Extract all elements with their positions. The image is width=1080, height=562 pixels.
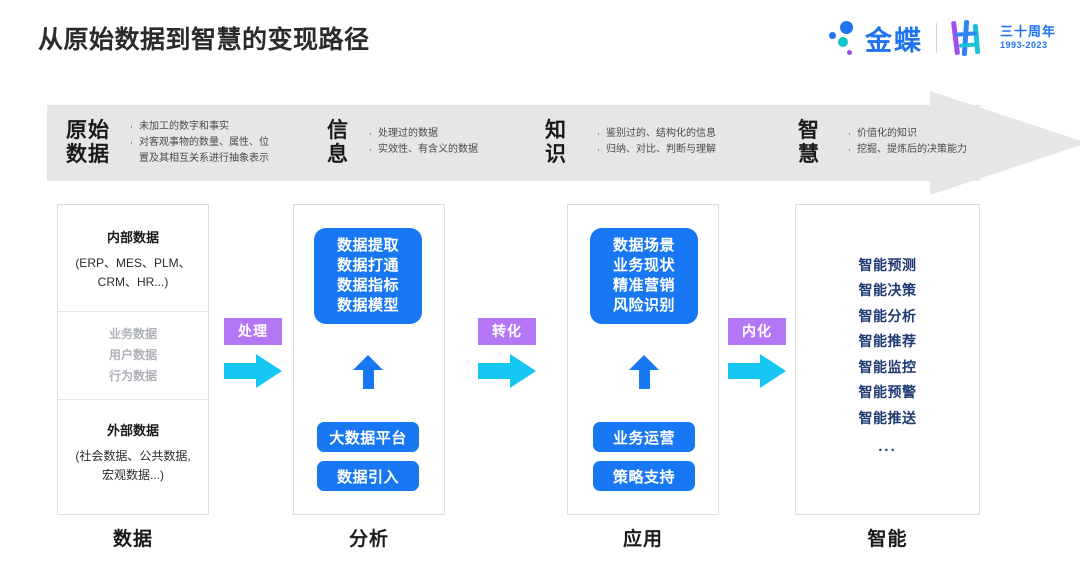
bullet-item: · 鉴别过的、结构化的信息 [591, 127, 716, 143]
banner-stage-raw-data: 原始 数据 · 未加工的数字和事实 · 对客观事物的数量、属性、位 置及其相互关… [47, 105, 327, 181]
analysis-capability-item: 数据打通 [336, 257, 399, 275]
connector-label: 内化 [728, 318, 786, 345]
connector-transformation: 转化 [478, 318, 536, 388]
intelligence-item: 智能预测 [858, 257, 917, 273]
connector-processing: 处理 [224, 318, 282, 388]
analysis-pill-big-data-platform[interactable]: 大数据平台 [317, 422, 419, 452]
stage-bullets: · 价值化的知识 · 挖掘、提炼后的决策能力 [842, 127, 967, 159]
bullet-dot-icon: · [847, 144, 852, 156]
data-type-item: 用户数据 [108, 348, 157, 363]
internal-data-detail-line1: (ERP、MES、PLM、 [75, 256, 191, 270]
column-footer-label-application: 应用 [622, 529, 663, 550]
stage-name: 智 慧 [798, 119, 820, 166]
page-title: 从原始数据到智慧的变现路径 [38, 26, 370, 54]
internal-data-section: 内部数据 (ERP、MES、PLM、 CRM、HR...) [58, 205, 208, 313]
bullet-item: · 实效性、有含义的数据 [363, 143, 478, 159]
application-up-arrow-icon [629, 355, 659, 389]
banner-stage-wisdom: 智 慧 · 价值化的知识 · 挖掘、提炼后的决策能力 [798, 105, 1040, 181]
intelligence-item: 智能决策 [858, 282, 917, 299]
anniversary-text: 三十周年 1993-2023 [1000, 24, 1056, 51]
analysis-capability-item: 数据指标 [336, 277, 399, 294]
connector-right-arrow-icon [728, 354, 786, 388]
intelligence-item: 智能分析 [858, 307, 917, 324]
intelligence-item-list: 智能预测 智能决策 智能分析 智能推荐 智能监控 智能预警 智能推送 ... [796, 205, 979, 463]
bullet-item: · 对客观事物的数量、属性、位 [124, 136, 269, 152]
connector-label: 转化 [478, 318, 536, 345]
banner-arrowhead-shape [930, 91, 1080, 195]
external-data-detail-line1: (社会数据、公共数据, [75, 449, 191, 464]
analysis-pill-data-ingestion[interactable]: 数据引入 [317, 461, 419, 491]
bullet-dot-icon: · [596, 128, 601, 141]
banner-stage-knowledge: 知 识 · 鉴别过的、结构化的信息 · 归纳、对比、判断与理解 [545, 105, 798, 181]
analysis-capability-card: 数据提取 数据打通 数据指标 数据模型 [314, 228, 422, 324]
connector-right-arrow-icon [224, 354, 282, 388]
analysis-up-arrow-icon [353, 355, 383, 389]
bullet-item: · 价值化的知识 [842, 127, 967, 143]
brand-name: 金蝶 [864, 25, 923, 56]
kingdee-dots-icon [825, 19, 863, 57]
column-data: 内部数据 (ERP、MES、PLM、 CRM、HR...) 业务数据 用户数据 … [57, 204, 209, 515]
external-data-section: 外部数据 (社会数据、公共数据, 宏观数据...) [58, 400, 208, 484]
banner-body-shape [47, 105, 980, 181]
banner-stage-list: 原始 数据 · 未加工的数字和事实 · 对客观事物的数量、属性、位 置及其相互关… [47, 105, 1040, 181]
analysis-capability-item: 数据模型 [336, 296, 399, 314]
external-data-detail-line2: 宏观数据...) [102, 467, 164, 482]
stage-bullets: · 鉴别过的、结构化的信息 · 归纳、对比、判断与理解 [591, 127, 716, 159]
anniversary-years: 1993-2023 [999, 39, 1048, 50]
bullet-dot-icon: · [129, 136, 134, 149]
stage-bullets: · 处理过的数据 · 实效性、有含义的数据 [363, 127, 478, 159]
intelligence-item: 智能监控 [858, 358, 917, 375]
anniversary-mark-icon [950, 19, 992, 57]
application-capability-item: 业务现状 [612, 257, 675, 275]
data-type-list: 业务数据 用户数据 行为数据 [58, 312, 208, 401]
application-capability-card: 数据场景 业务现状 精准营销 风险识别 [590, 228, 698, 324]
internal-data-detail-line2: CRM、HR...) [97, 274, 169, 289]
stage-name: 信 息 [327, 119, 349, 166]
stage-banner: 原始 数据 · 未加工的数字和事实 · 对客观事物的数量、属性、位 置及其相互关… [47, 91, 1080, 195]
bullet-item: · 归纳、对比、判断与理解 [591, 143, 716, 159]
bullet-item: · 处理过的数据 [363, 127, 478, 143]
intelligence-item: 智能推荐 [858, 333, 917, 350]
brand-logo: 金蝶 三十周年 1993-2023 [825, 18, 1056, 58]
logo-divider [935, 23, 937, 53]
bullet-item-continuation: 置及其相互关系进行抽象表示 [139, 152, 269, 164]
application-capability-item: 风险识别 [612, 296, 675, 314]
bullet-dot-icon: · [596, 144, 601, 156]
data-type-item: 业务数据 [108, 327, 157, 342]
banner-stage-information: 信 息 · 处理过的数据 · 实效性、有含义的数据 [327, 105, 545, 181]
connector-label: 处理 [224, 318, 282, 345]
column-intelligence: 智能预测 智能决策 智能分析 智能推荐 智能监控 智能预警 智能推送 ... [795, 204, 980, 515]
stage-name: 原始 数据 [66, 119, 110, 166]
connector-internalization: 内化 [728, 318, 786, 388]
bullet-dot-icon: · [129, 120, 134, 133]
intelligence-item: 智能预警 [858, 384, 917, 401]
external-data-heading: 外部数据 [106, 423, 159, 439]
column-footer-label-analysis: 分析 [348, 529, 389, 550]
application-capability-item: 数据场景 [612, 237, 675, 255]
connector-right-arrow-icon [478, 354, 536, 388]
internal-data-heading: 内部数据 [106, 230, 159, 245]
application-pill-strategy-support[interactable]: 策略支持 [593, 461, 695, 491]
intelligence-ellipsis: ... [878, 438, 897, 456]
anniversary-label: 三十周年 [999, 24, 1056, 40]
data-type-item: 行为数据 [108, 369, 157, 384]
bullet-dot-icon: · [368, 128, 373, 141]
bullet-dot-icon: · [368, 144, 373, 156]
column-footer-label-intelligence: 智能 [867, 529, 908, 550]
column-footer-label-data: 数据 [112, 529, 153, 550]
bullet-item: · 未加工的数字和事实 [124, 120, 269, 136]
bullet-item: · 挖掘、提炼后的决策能力 [842, 143, 967, 159]
application-pill-business-operation[interactable]: 业务运营 [593, 422, 695, 452]
stage-bullets: · 未加工的数字和事实 · 对客观事物的数量、属性、位 置及其相互关系进行抽象表… [124, 120, 269, 166]
stage-name: 知 识 [545, 119, 567, 166]
bullet-dot-icon: · [847, 128, 852, 141]
application-capability-item: 精准营销 [612, 277, 675, 294]
analysis-capability-item: 数据提取 [336, 237, 399, 255]
intelligence-item: 智能推送 [858, 409, 917, 426]
